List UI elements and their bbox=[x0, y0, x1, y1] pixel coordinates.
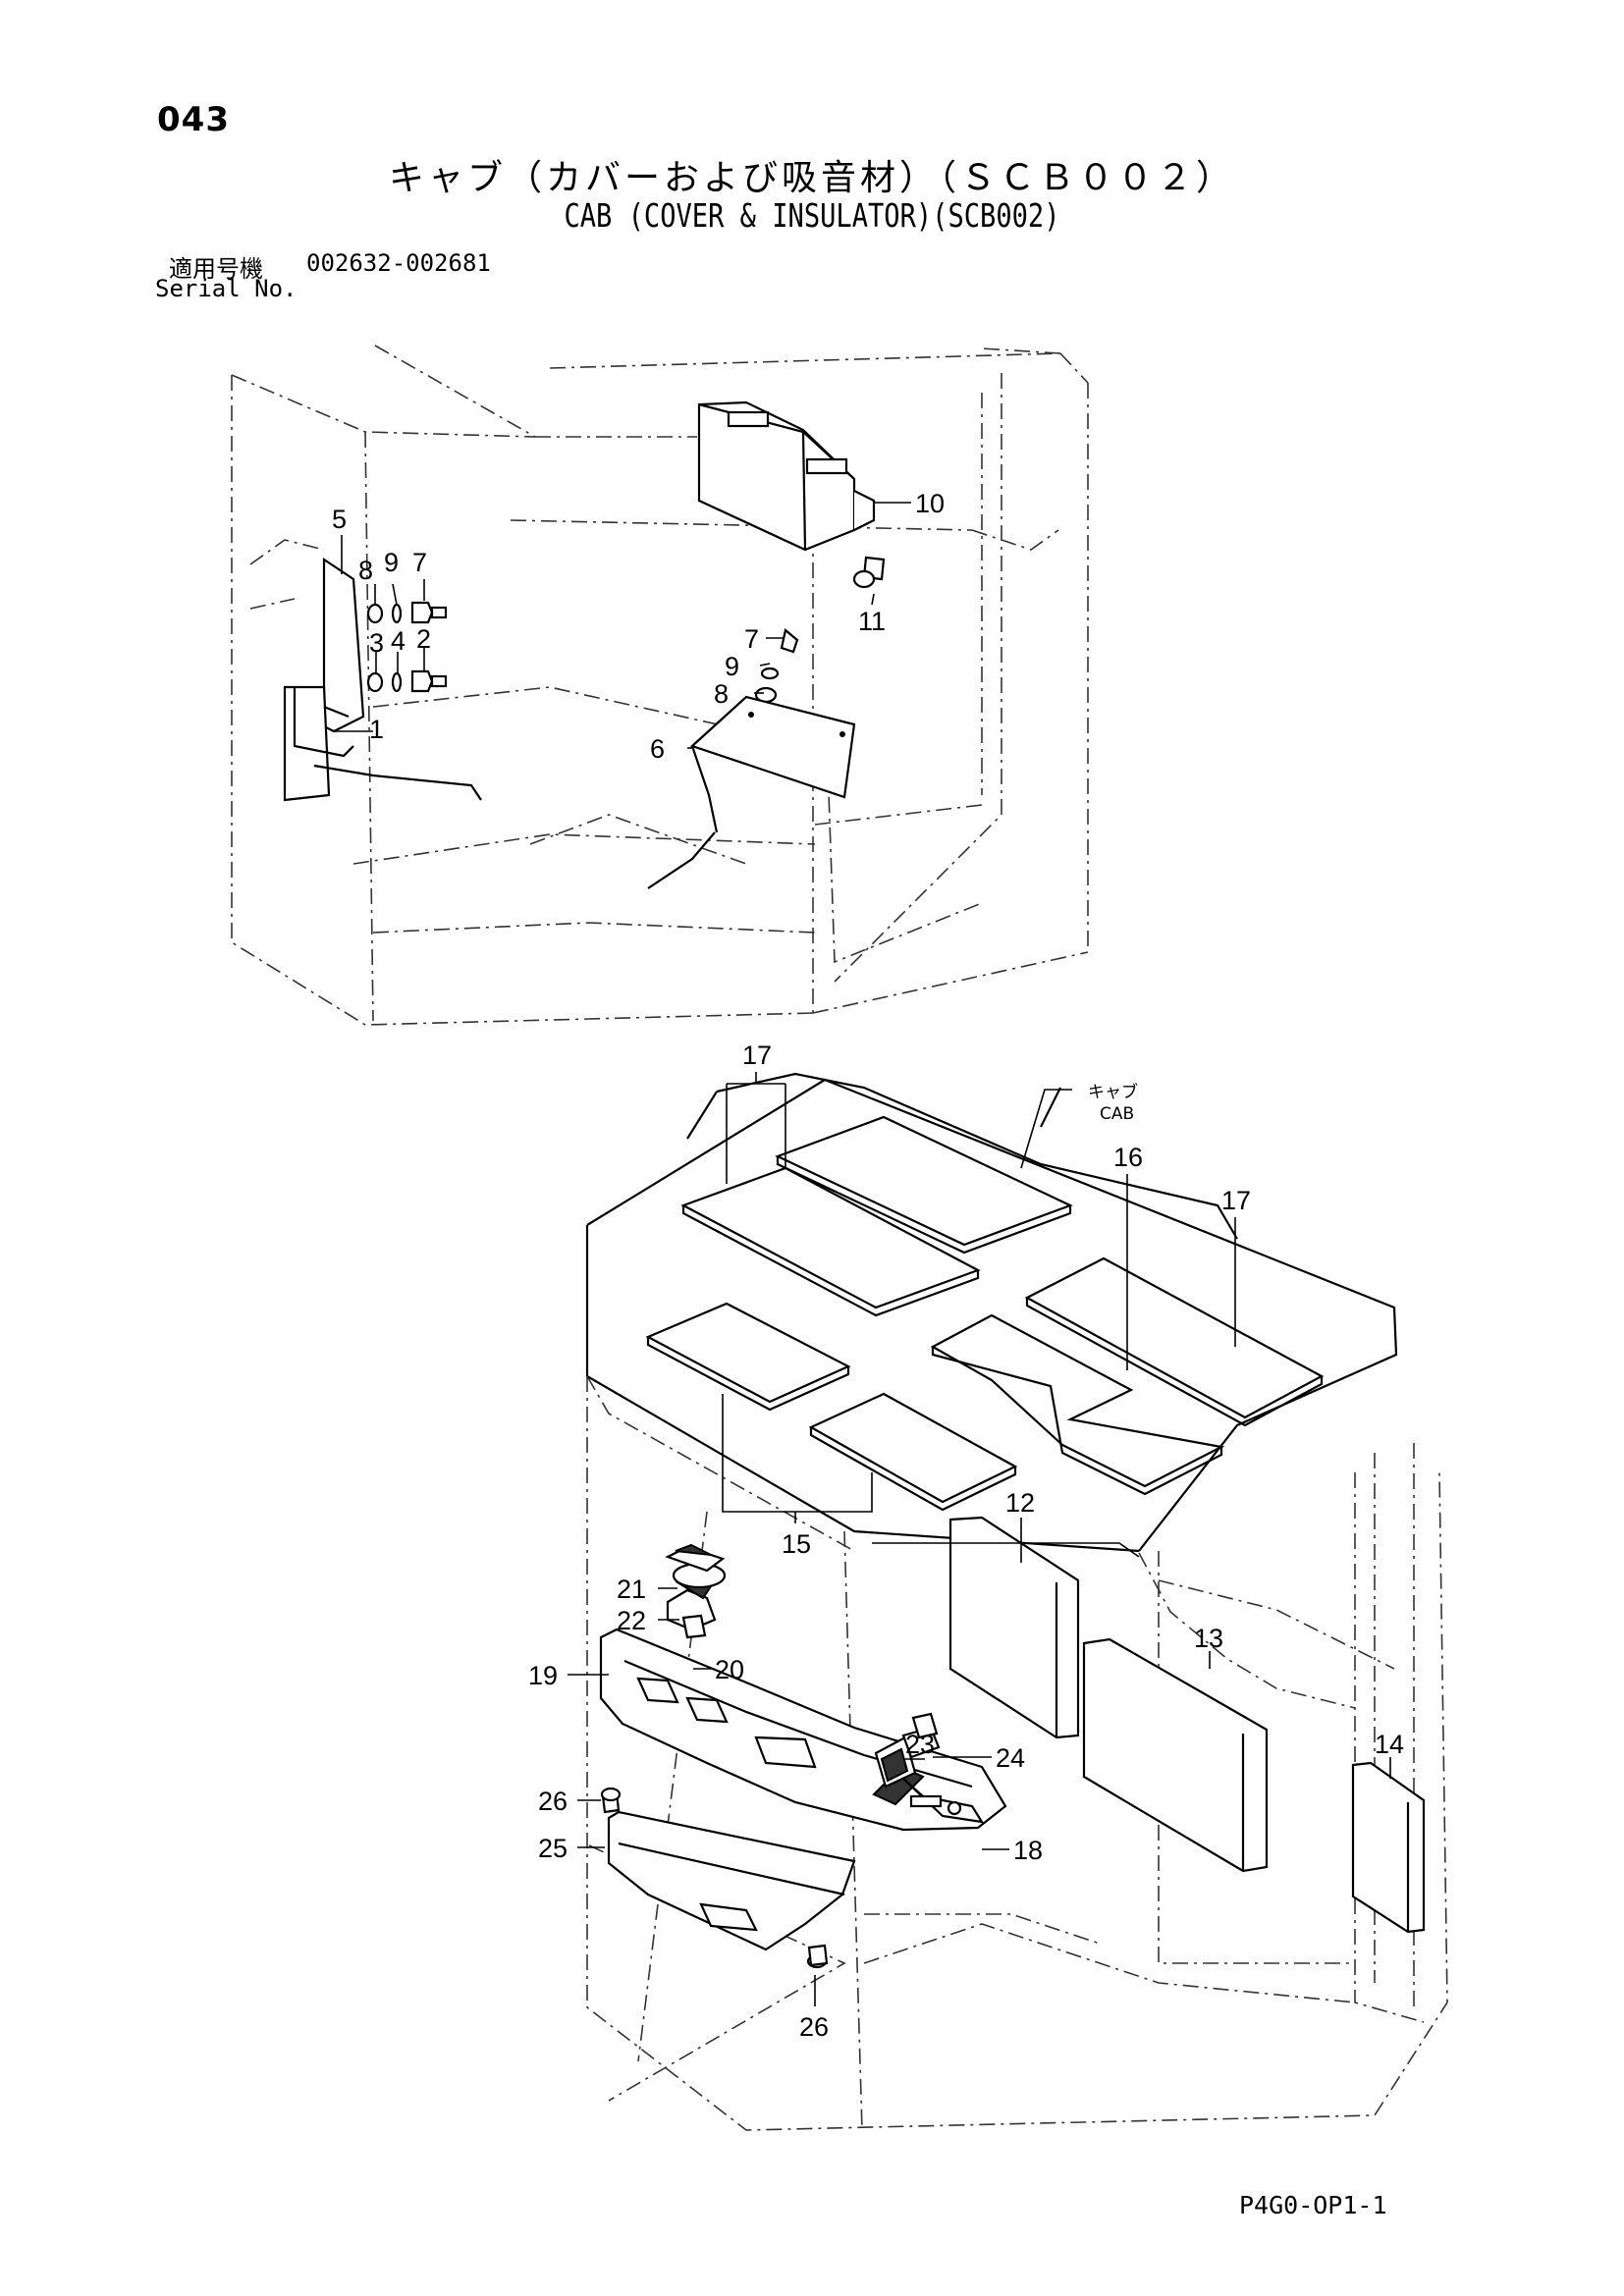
callout-label: 9 bbox=[725, 652, 739, 681]
serial-label-english: Serial No. bbox=[155, 275, 298, 302]
callout-label: 24 bbox=[996, 1743, 1025, 1773]
callout-label: 8 bbox=[714, 679, 729, 709]
callout-label: 22 bbox=[617, 1606, 646, 1635]
page-title-english: CAB (COVER & INSULATOR)(SCB002) bbox=[564, 196, 1060, 235]
callout-label: 5 bbox=[332, 505, 347, 534]
callout-label: 6 bbox=[650, 734, 665, 764]
upper-housing-box bbox=[697, 400, 886, 589]
callout-label: 15 bbox=[782, 1529, 811, 1559]
callout-label: 8 bbox=[358, 556, 373, 585]
callout-label: 11 bbox=[858, 607, 886, 636]
console-panel-assembly bbox=[599, 1543, 1007, 1969]
callout-label: 16 bbox=[1113, 1143, 1143, 1172]
serial-number-range: 002632-002681 bbox=[306, 249, 491, 277]
cab-label-english: CAB bbox=[1100, 1104, 1134, 1124]
callout-label: 20 bbox=[715, 1655, 744, 1684]
upper-cover-panel bbox=[647, 695, 856, 889]
lower-callout-labels: 17 16 17 12 15 13 14 21 22 20 19 23 24 1… bbox=[528, 1041, 1404, 2042]
callout-label: 26 bbox=[538, 1787, 568, 1816]
callout-label: 12 bbox=[1005, 1488, 1035, 1518]
wall-insulator-pads bbox=[948, 1516, 1426, 1934]
callout-label: 7 bbox=[744, 624, 759, 654]
page-title-japanese: キャブ（カバーおよび吸音材）（ＳＣＢ００２） bbox=[388, 158, 1235, 198]
callout-label: 4 bbox=[391, 626, 406, 656]
callout-label: 26 bbox=[799, 2012, 829, 2042]
roof-insulator-pads bbox=[645, 1115, 1325, 1512]
upper-fasteners bbox=[366, 601, 799, 704]
cab-label-group: キャブ CAB bbox=[1020, 1082, 1138, 1169]
upper-leader-lines bbox=[334, 502, 911, 749]
callout-label: 9 bbox=[384, 548, 399, 577]
callout-label: 23 bbox=[905, 1730, 935, 1759]
callout-label: 17 bbox=[1221, 1186, 1251, 1215]
callout-label: 17 bbox=[742, 1041, 772, 1070]
lower-leader-lines bbox=[568, 1072, 1391, 2006]
callout-label: 25 bbox=[538, 1834, 568, 1863]
callout-label: 2 bbox=[416, 624, 431, 654]
footer-page-code: P4G0-OP1-1 bbox=[1239, 2191, 1387, 2219]
cab-label-japanese: キャブ bbox=[1088, 1082, 1138, 1102]
callout-label: 10 bbox=[915, 489, 945, 518]
upper-mounting-bracket bbox=[283, 557, 482, 802]
callout-label: 3 bbox=[369, 628, 384, 658]
callout-label: 18 bbox=[1013, 1836, 1043, 1865]
page-number: 043 bbox=[157, 100, 230, 139]
callout-label: 13 bbox=[1194, 1624, 1223, 1653]
callout-label: 19 bbox=[528, 1661, 558, 1690]
serial-label-japanese: 適用号機 bbox=[169, 255, 263, 283]
callout-label: 1 bbox=[369, 715, 384, 744]
callout-label: 14 bbox=[1375, 1730, 1404, 1759]
callout-label: 21 bbox=[617, 1575, 646, 1604]
upper-callout-labels: 5 8 9 7 3 4 2 1 10 11 7 9 8 6 bbox=[332, 489, 945, 764]
callout-label: 7 bbox=[412, 548, 427, 577]
